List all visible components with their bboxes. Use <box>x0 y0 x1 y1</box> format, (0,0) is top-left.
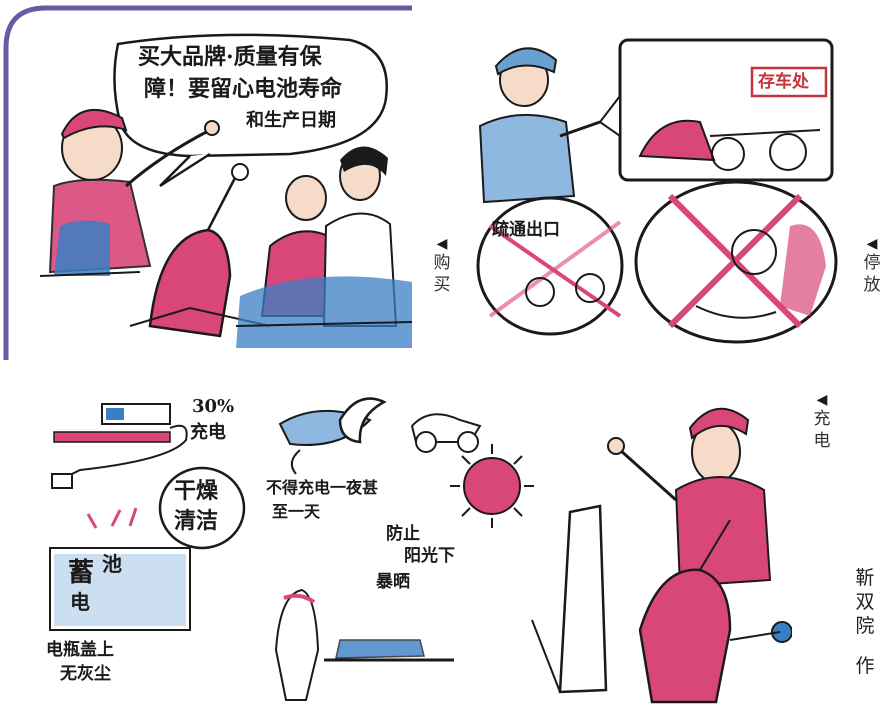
panel-charge: 30% 充电 干燥 清洁 蓄 池 电 电瓶盖上 无灰尘 不得充电一夜甚 至一天 … <box>40 380 792 708</box>
dry-clean-line-1: 干燥 <box>174 478 219 504</box>
charge-label: 充电 <box>190 422 226 443</box>
charge-illustration <box>49 397 792 704</box>
sun-warning-line-3: 暴晒 <box>376 572 410 592</box>
dry-clean-line-2: 清洁 <box>174 508 219 534</box>
speech-line-1: 买大品牌·质量有保 <box>138 44 322 70</box>
buy-illustration <box>40 33 412 348</box>
battery-box-char-1: 蓄 <box>68 558 95 588</box>
left-arrow-icon: ◀ <box>436 236 448 252</box>
battery-level-label: 30% <box>192 396 235 417</box>
left-arrow-icon: ◀ <box>816 392 828 408</box>
speech-line-3: 和生产日期 <box>246 110 336 131</box>
parking-sign: 存车处 <box>758 72 809 92</box>
sun-warning-line-2: 阳光下 <box>404 546 455 566</box>
cover-note-line-2: 无灰尘 <box>60 664 111 684</box>
battery-box-char-2: 池 <box>102 552 122 576</box>
battery-box-char-3: 电 <box>70 590 90 614</box>
exit-label: 疏通出口 <box>492 220 560 240</box>
left-arrow-icon: ◀ <box>866 236 878 252</box>
cover-note-line-1: 电瓶盖上 <box>46 640 114 660</box>
park-illustration <box>476 38 838 344</box>
sun-warning-line-1: 防止 <box>386 524 420 544</box>
panel-buy: 买大品牌·质量有保 障！要留心电池寿命 和生产日期 <box>40 26 412 348</box>
speech-line-2: 障！要留心电池寿命 <box>144 76 343 102</box>
overnight-line-2: 至一天 <box>272 502 321 521</box>
side-label-charge: ◀ 充 电 <box>813 392 831 451</box>
author-credit: 靳 双 院 作 <box>855 567 875 677</box>
side-label-park: ◀ 停 放 <box>863 236 881 295</box>
side-label-buy: ◀ 购 买 <box>433 236 451 295</box>
panel-park: 存车处 疏通出口 <box>470 26 842 348</box>
overnight-line-1: 不得充电一夜甚 <box>266 478 379 497</box>
